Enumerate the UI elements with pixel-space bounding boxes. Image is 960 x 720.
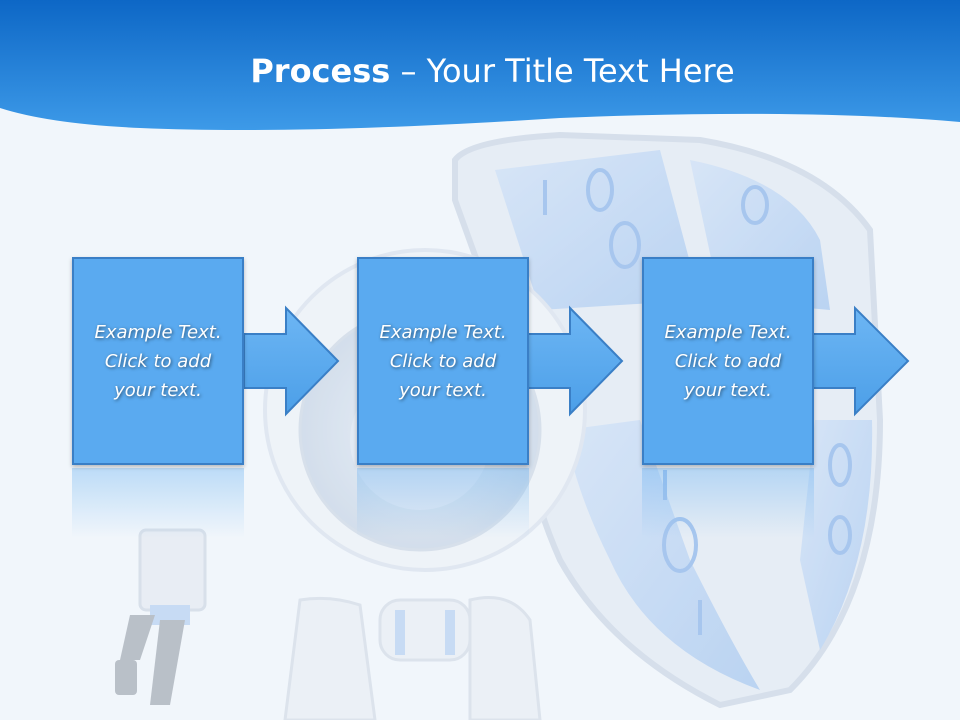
- box-reflection-1: [72, 468, 244, 538]
- process-step-1[interactable]: Example Text. Click to add your text.: [72, 257, 244, 465]
- process-step-2[interactable]: Example Text. Click to add your text.: [357, 257, 529, 465]
- box-reflection-3: [642, 468, 814, 538]
- step-3-text[interactable]: Example Text. Click to add your text.: [664, 321, 792, 401]
- arrow-3: [812, 305, 910, 417]
- step-2-text[interactable]: Example Text. Click to add your text.: [379, 321, 507, 401]
- box-reflection-2: [357, 468, 529, 538]
- title-bold: Process: [250, 52, 391, 90]
- arrow-2: [527, 305, 624, 417]
- slide-title[interactable]: Process – Your Title Text Here: [0, 52, 960, 90]
- header-banner: [0, 0, 960, 131]
- step-1-text[interactable]: Example Text. Click to add your text.: [94, 321, 222, 401]
- arrow-1: [243, 305, 340, 417]
- title-rest: – Your Title Text Here: [390, 52, 735, 90]
- process-step-3[interactable]: Example Text. Click to add your text.: [642, 257, 814, 465]
